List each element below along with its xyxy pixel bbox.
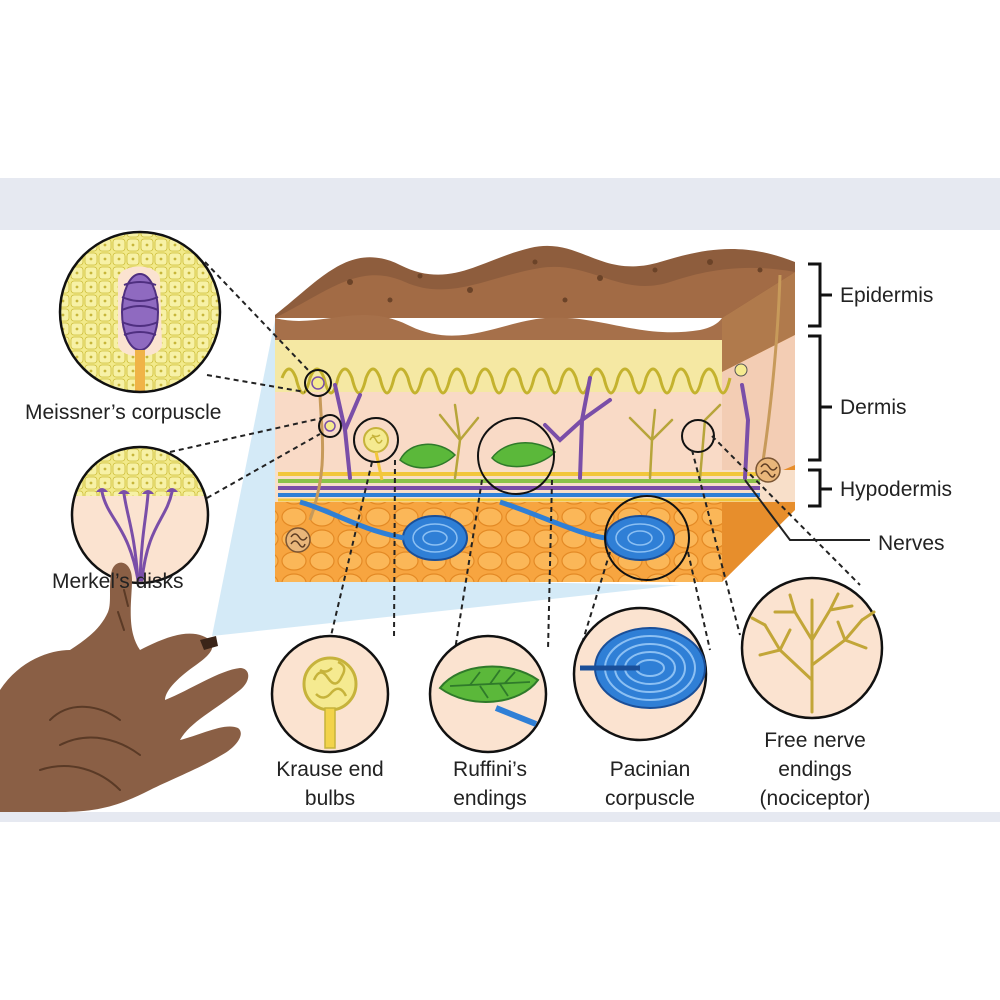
skin-block — [275, 245, 795, 582]
purple-nerve-branches — [333, 376, 751, 480]
label-ruffini-line1: Ruffini’s — [453, 758, 527, 781]
krause-callout — [270, 634, 390, 754]
label-merkel: Merkel’s disks — [52, 570, 184, 593]
skin-pores — [347, 259, 763, 303]
pacinian-block — [299, 499, 675, 561]
dermis-bracket — [808, 334, 832, 462]
label-krause-line2: bulbs — [304, 787, 356, 810]
label-free-nerve: Free nerve endings (nociceptor) — [735, 726, 895, 813]
free-nerve-callout — [740, 576, 884, 720]
label-ruffini-line2: endings — [453, 787, 527, 810]
hypodermis-bracket — [808, 468, 832, 508]
free-nerve-branches — [438, 403, 722, 480]
highlight-circles — [304, 369, 715, 581]
label-meissner: Meissner’s corpuscle — [25, 401, 222, 424]
sweat-gland-left — [285, 527, 311, 553]
label-hypodermis: Hypodermis — [840, 478, 953, 501]
epidermis-band — [275, 340, 722, 398]
frame-bottom-band — [0, 812, 1000, 822]
label-dermis: Dermis — [840, 396, 907, 419]
ruffini-block — [399, 442, 557, 469]
fingertip-mark — [200, 636, 218, 650]
frame-top-band — [0, 178, 1000, 230]
hand-illustration — [0, 562, 249, 812]
layer-brackets — [808, 262, 832, 508]
merkel-callout — [70, 445, 210, 585]
projection-wedge — [212, 320, 680, 636]
pacinian-callout — [572, 606, 708, 742]
nerves-pointer — [744, 479, 870, 541]
sweat-gland-right — [755, 457, 781, 483]
dermal-papillae — [280, 367, 732, 395]
leader-lines — [169, 261, 861, 651]
label-krause-line1: Krause end — [276, 758, 384, 781]
label-krause: Krause end bulbs — [250, 755, 410, 813]
nerve-bundle — [275, 470, 795, 502]
label-pacinian: Pacinian corpuscle — [570, 755, 730, 813]
label-free-nerve-line2: endings — [778, 758, 852, 781]
label-pacinian-line2: corpuscle — [605, 787, 695, 810]
label-free-nerve-line3: (nociceptor) — [759, 787, 871, 810]
krause-bulb-block — [363, 427, 389, 481]
label-nerves: Nerves — [878, 532, 945, 555]
epidermis-bracket — [808, 262, 832, 328]
label-epidermis: Epidermis — [840, 284, 934, 307]
ruffini-callout — [428, 634, 548, 754]
label-pacinian-line1: Pacinian — [609, 758, 691, 781]
label-ruffini: Ruffini’s endings — [410, 755, 570, 813]
label-free-nerve-line1: Free nerve — [764, 729, 866, 752]
meissner-callout — [58, 230, 222, 394]
